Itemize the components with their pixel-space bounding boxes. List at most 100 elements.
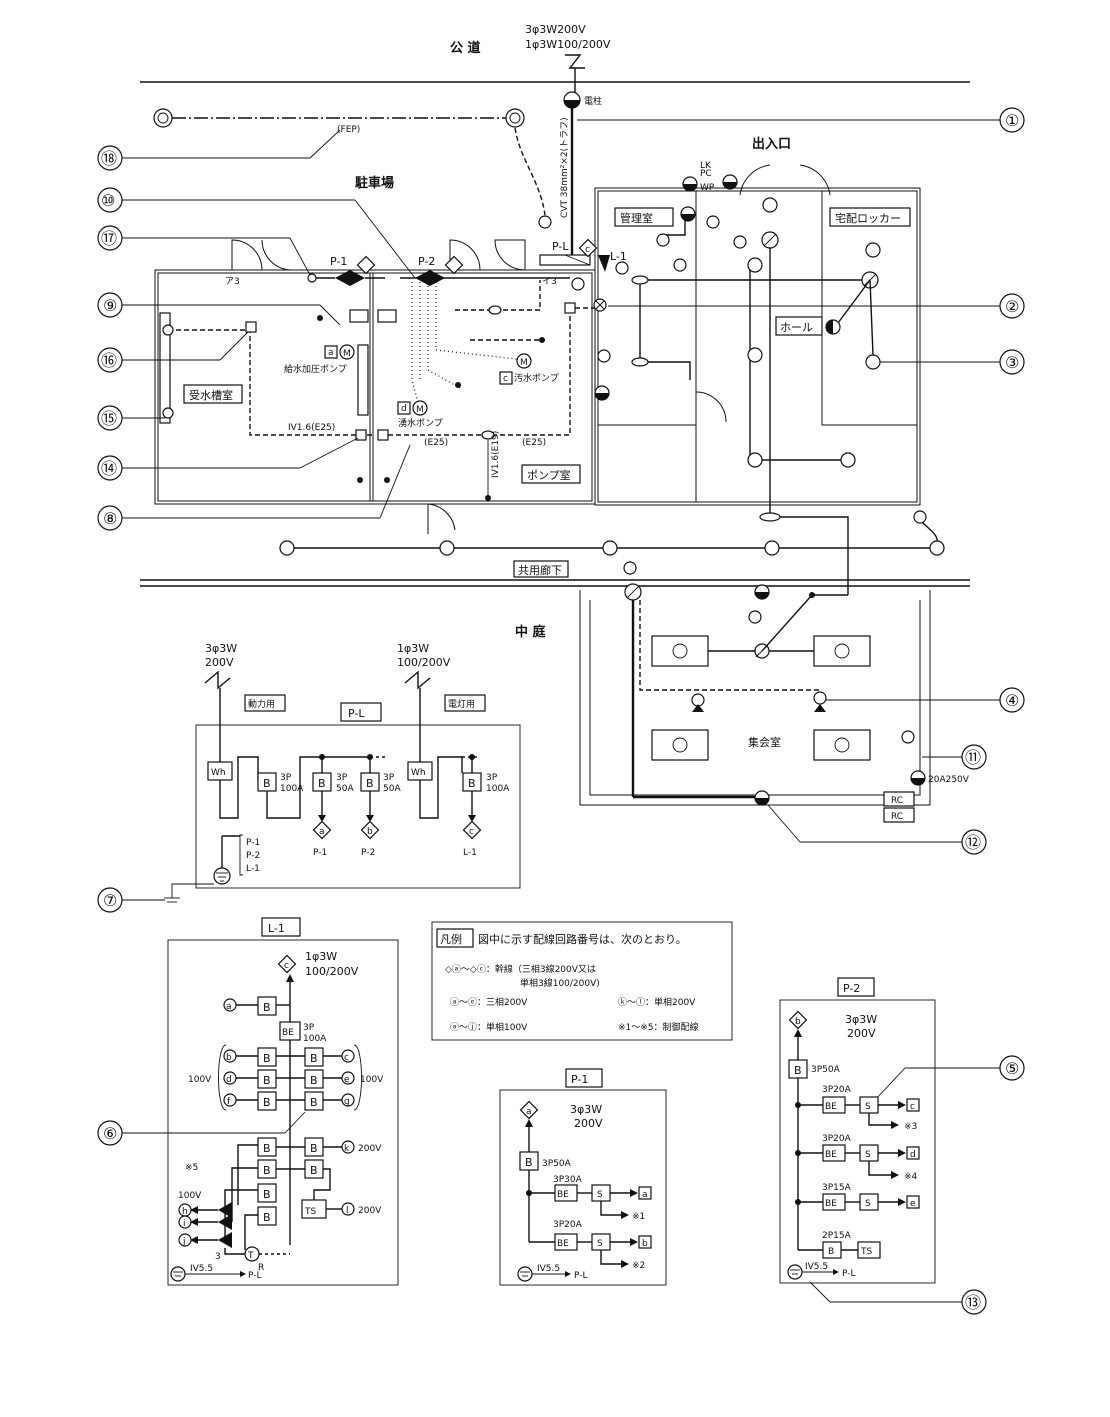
- spring-pump-motor-icon: [412, 400, 428, 416]
- svg-text:⑯: ⑯: [101, 351, 117, 370]
- assembly-room-inner: [589, 600, 921, 796]
- svg-text:c: c: [503, 374, 508, 384]
- corridor-label-box: [513, 560, 569, 578]
- tank-room-label: 受水槽室: [189, 388, 233, 402]
- svg-text:⑧: ⑧: [103, 509, 117, 528]
- courtyard-label: 中 庭: [515, 624, 547, 640]
- svg-text:L-1: L-1: [463, 848, 477, 858]
- office-label: 管理室: [620, 211, 653, 225]
- svg-text:3φ3W: 3φ3W: [205, 642, 237, 655]
- assembly-light-o-2: [651, 729, 709, 761]
- svg-text:BE: BE: [825, 1199, 837, 1209]
- svg-text:BE: BE: [557, 1190, 569, 1200]
- svg-text:Wh: Wh: [211, 768, 226, 778]
- svg-text:200V: 200V: [358, 1206, 382, 1216]
- svg-text:1φ3W: 1φ3W: [305, 950, 337, 963]
- svg-text:3P50A: 3P50A: [542, 1159, 572, 1169]
- pump-room-label-box: [521, 464, 581, 484]
- svg-text:②: ②: [1005, 297, 1019, 316]
- svg-text:L-1: L-1: [246, 864, 260, 874]
- legend-box: 凡例 図中に示す配線回路番号は、次のとおり。 ◇ⓐ〜◇ⓒ：幹線（三相3線200V…: [431, 921, 733, 1041]
- svg-text:TS: TS: [304, 1207, 316, 1217]
- tank-room-light-fixture: [159, 312, 171, 424]
- callout-6: ⑥: [97, 1111, 306, 1146]
- svg-text:g: g: [344, 1097, 350, 1107]
- svg-text:b: b: [226, 1053, 232, 1063]
- gate-lamp-left-icon: [153, 108, 173, 128]
- svg-text:3P: 3P: [303, 1023, 315, 1033]
- svg-text:B: B: [263, 1164, 271, 1177]
- svg-text:⑥: ⑥: [103, 1124, 117, 1143]
- svg-text:a: a: [642, 1190, 648, 1200]
- gate-lamp-right-inner: [509, 112, 521, 124]
- svg-text:b: b: [642, 1239, 648, 1249]
- pump-room-wiring: [388, 310, 571, 436]
- locker-label-box: [829, 207, 911, 227]
- svg-text:B: B: [318, 777, 326, 790]
- svg-text:3P: 3P: [280, 773, 292, 783]
- svg-text:B: B: [263, 1142, 271, 1155]
- hall-label-box: [775, 316, 823, 336]
- svg-text:RC: RC: [891, 796, 903, 806]
- gate-lamp-right-icon: [505, 108, 525, 128]
- svg-text:※4: ※4: [904, 1172, 918, 1182]
- svg-text:h: h: [182, 1207, 188, 1217]
- svg-text:P-1: P-1: [246, 838, 260, 848]
- corridor-downlight-1: [279, 540, 295, 556]
- entrance-door-left: [739, 164, 771, 196]
- svg-text:※5: ※5: [185, 1163, 198, 1173]
- svg-text:⑨: ⑨: [103, 296, 117, 315]
- downlight-1: [747, 257, 763, 273]
- svg-text:⑰: ⑰: [101, 229, 117, 248]
- svg-text:⑤: ⑤: [1005, 1059, 1019, 1078]
- svg-text:l: l: [346, 1206, 349, 1216]
- svg-text:※1〜※5：制御配線: ※1〜※5：制御配線: [618, 1021, 699, 1033]
- svg-text:S: S: [597, 1239, 603, 1249]
- circuit-e-label: [656, 233, 670, 247]
- circuit-c-label: [615, 261, 629, 275]
- feeder-a-diamond: [356, 255, 376, 275]
- svg-text:c: c: [284, 961, 289, 971]
- svg-text:図中に示す配線回路番号は、次のとおり。: 図中に示す配線回路番号は、次のとおり。: [478, 932, 687, 946]
- junction-box-tank: [245, 321, 257, 333]
- feeder-b-diamond: [444, 255, 464, 275]
- svg-text:⑮: ⑮: [101, 409, 117, 428]
- svg-text:100V: 100V: [188, 1075, 212, 1085]
- svg-text:◇ⓐ〜◇ⓒ：幹線（三相3線200V又は: ◇ⓐ〜◇ⓒ：幹線（三相3線200V又は: [445, 963, 596, 975]
- svg-text:e: e: [910, 1199, 916, 1209]
- callout-4: ④: [826, 687, 1025, 713]
- service-drop-symbol: [565, 54, 585, 69]
- pl-panel-symbol: [539, 254, 591, 266]
- callout-12: ⑫: [767, 804, 987, 855]
- svg-text:IV5.5: IV5.5: [537, 1264, 560, 1274]
- svg-text:3φ3W: 3φ3W: [570, 1103, 602, 1116]
- svg-text:ⓐ〜ⓙ：単相100V: ⓐ〜ⓙ：単相100V: [450, 1021, 528, 1033]
- fluorescent-light-pump: [488, 305, 502, 315]
- office-door-swing: [695, 391, 727, 423]
- corridor-junction-fixture: [759, 512, 781, 522]
- svg-text:c: c: [585, 245, 590, 255]
- booster-pump-motor-icon: [339, 344, 355, 360]
- svg-text:S: S: [597, 1190, 603, 1200]
- callout-14: ⑭: [97, 437, 359, 481]
- circuit-f-label: [597, 349, 611, 363]
- svg-text:P-2: P-2: [361, 848, 375, 858]
- svg-text:c: c: [344, 1053, 349, 1063]
- fep-label: (FEP): [337, 125, 360, 135]
- lk-label: LK: [700, 161, 712, 171]
- entrance-ceiling-light: [762, 197, 778, 213]
- svg-text:BE: BE: [825, 1150, 837, 1160]
- svg-text:d: d: [226, 1075, 232, 1085]
- assembly-switch-2: [813, 691, 827, 705]
- svg-text:3P20A: 3P20A: [553, 1220, 583, 1230]
- svg-text:S: S: [865, 1150, 871, 1160]
- svg-text:c: c: [469, 827, 474, 837]
- fluorescent-light-pump-2: [481, 430, 495, 440]
- junction-box-center-2: [377, 429, 389, 441]
- circuit-j-label: [913, 510, 927, 524]
- svg-text:100/200V: 100/200V: [397, 656, 451, 669]
- svg-text:a: a: [328, 348, 334, 358]
- svg-text:B: B: [263, 1074, 271, 1087]
- pump-control-wiring: [411, 282, 421, 411]
